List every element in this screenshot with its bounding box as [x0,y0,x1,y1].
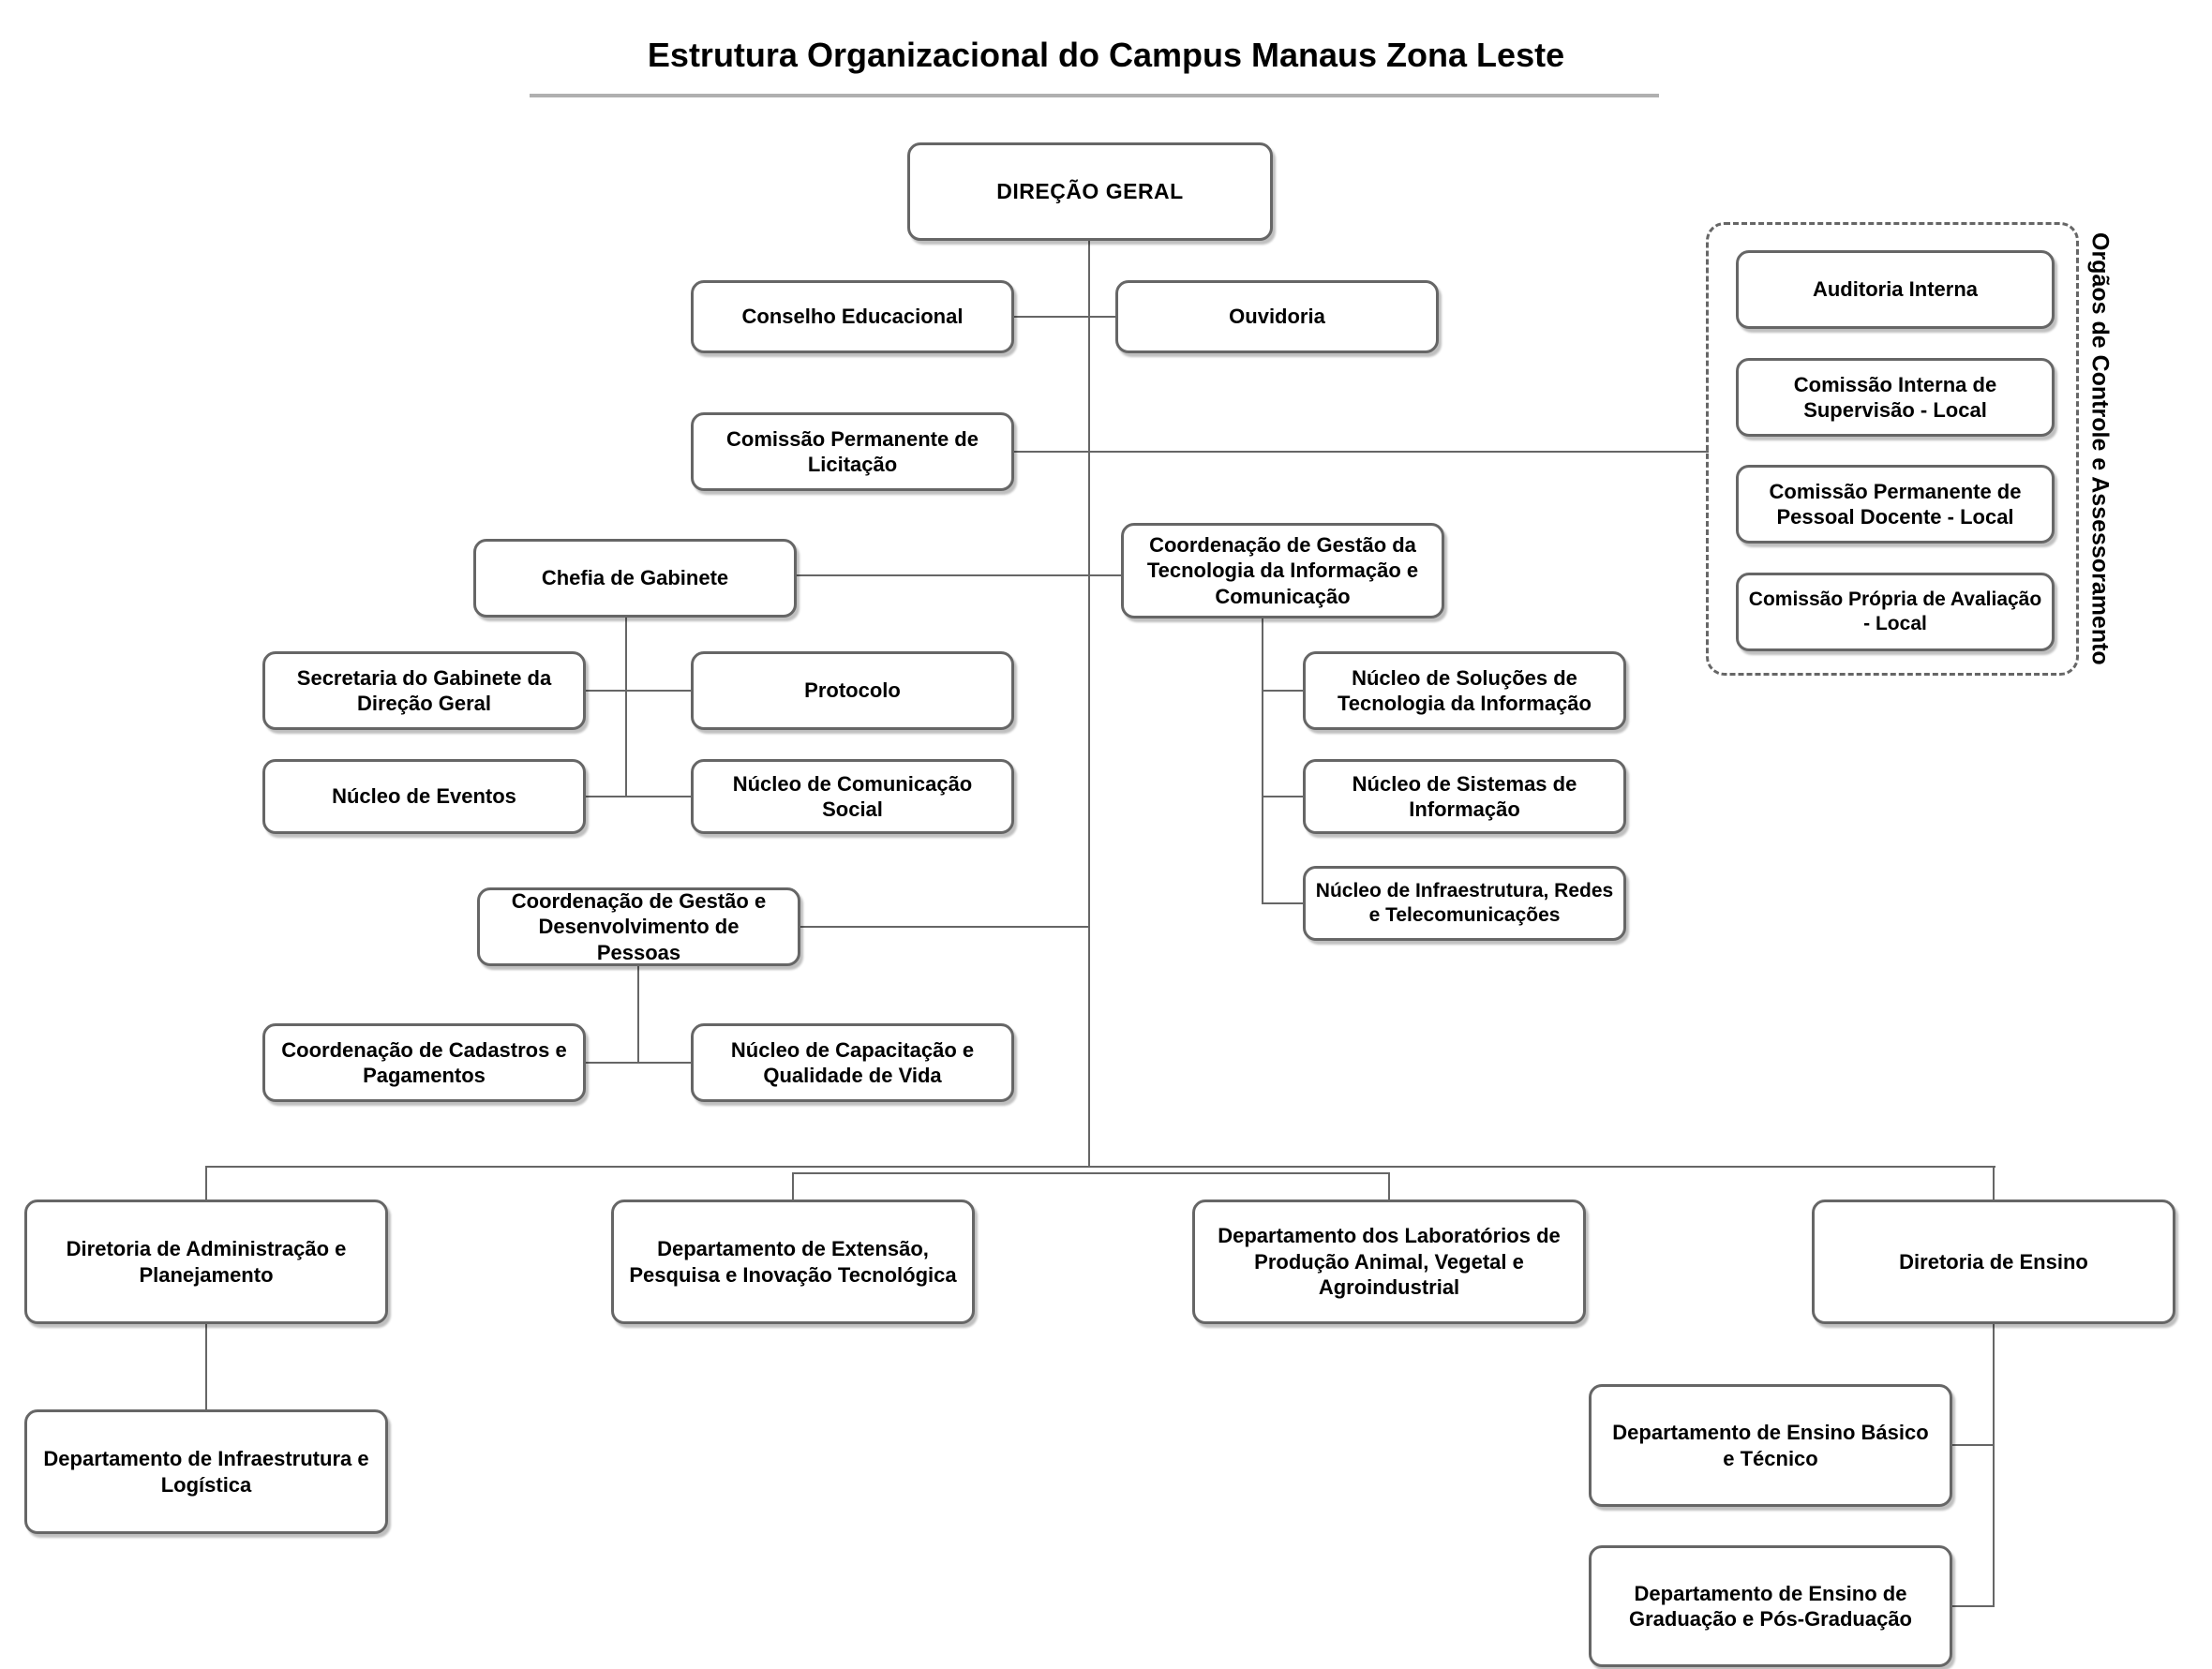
node-nucleo-comunicacao: Núcleo de Comunicação Social [691,759,1014,834]
connector-drop-laboratorios [1388,1172,1390,1200]
node-comissao-propria-avaliacao: Comissão Própria de Avaliação - Local [1736,573,2055,651]
control-advisory-group-label: Orgãos de Controle e Assessoramento [2086,232,2114,665]
connector-drop-ensino [1993,1166,1995,1200]
node-nucleo-solucoes-ti: Núcleo de Soluções de Tecnologia da Info… [1303,651,1626,730]
node-coord-tic: Coordenação de Gestão da Tecnologia da I… [1121,523,1444,618]
connector-tic-drop [1262,618,1263,904]
connector-stub-sistemas [1262,796,1303,797]
node-dep-extensao: Departamento de Extensão, Pesquisa e Ino… [611,1200,975,1324]
node-comissao-interna-supervisao: Comissão Interna de Supervisão - Local [1736,358,2055,437]
node-comissao-licitacao: Comissão Permanente de Licitação [691,412,1014,491]
connector-drop-admin [205,1166,207,1200]
connector-eventos-comunicacao [586,796,691,797]
node-nucleo-infra-redes: Núcleo de Infraestrutura, Redes e Teleco… [1303,866,1626,941]
connector-drop-extensao [792,1172,794,1200]
node-nucleo-capacitacao: Núcleo de Capacitação e Qualidade de Vid… [691,1023,1014,1102]
connector-ensino-drop [1993,1324,1995,1607]
connector-stub-ensino-grad [1952,1605,1994,1607]
connector-bottom-distribution [205,1166,1995,1168]
node-ouvidoria: Ouvidoria [1115,280,1439,353]
connector-stub-infra-redes [1262,902,1303,904]
connector-pessoas-trunk [800,926,1089,928]
node-diretoria-admin: Diretoria de Administração e Planejament… [24,1200,388,1324]
connector-bottom-distribution-2 [793,1172,1390,1174]
node-dep-ensino-basico: Departamento de Ensino Básico e Técnico [1589,1384,1952,1507]
node-comissao-pessoal-docente: Comissão Permanente de Pessoal Docente -… [1736,465,2055,544]
node-protocolo: Protocolo [691,651,1014,730]
node-coord-pessoas: Coordenação de Gestão e Desenvolvimento … [477,887,800,966]
connector-pessoas-drop [637,966,639,1064]
node-direcao-geral: DIREÇÃO GERAL [907,142,1273,241]
node-diretoria-ensino: Diretoria de Ensino [1812,1200,2175,1324]
connector-admin-infra [205,1324,207,1409]
title-underline [530,94,1659,97]
connector-conselho-ouvidoria [1014,316,1115,318]
connector-cadastros-capacitacao [586,1062,691,1064]
connector-chefia-drop [625,618,627,797]
node-conselho-educacional: Conselho Educacional [691,280,1014,353]
node-dep-ensino-grad: Departamento de Ensino de Graduação e Pó… [1589,1545,1952,1667]
node-chefia-gabinete: Chefia de Gabinete [473,539,797,618]
node-dep-infra-logistica: Departamento de Infraestrutura e Logísti… [24,1409,388,1534]
node-nucleo-sistemas: Núcleo de Sistemas de Informação [1303,759,1626,834]
connector-stub-solucoes [1262,690,1303,692]
connector-stub-ensino-basico [1952,1444,1994,1446]
node-auditoria-interna: Auditoria Interna [1736,250,2055,329]
connector-secretaria-protocolo [586,690,691,692]
connector-chefia-tic [797,574,1121,576]
node-dep-laboratorios: Departamento dos Laboratórios de Produçã… [1192,1200,1586,1324]
node-secretaria-gabinete: Secretaria do Gabinete da Direção Geral [262,651,586,730]
node-coord-cadastros: Coordenação de Cadastros e Pagamentos [262,1023,586,1102]
node-nucleo-eventos: Núcleo de Eventos [262,759,586,834]
connector-licitacao [1014,451,1709,453]
control-advisory-group-frame [1706,222,2079,676]
page-title: Estrutura Organizacional do Campus Manau… [647,36,1565,74]
connector-trunk [1088,241,1090,1168]
